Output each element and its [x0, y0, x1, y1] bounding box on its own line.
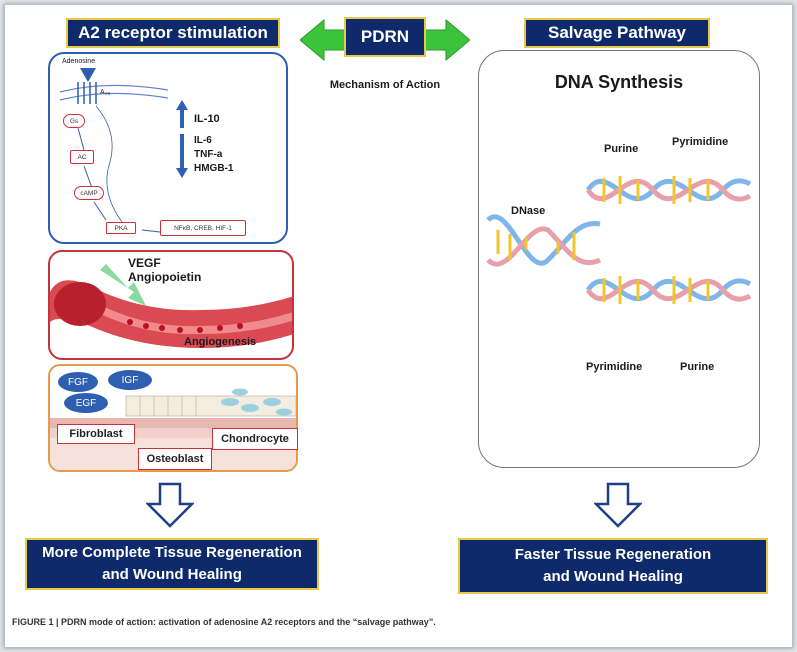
- pka-node: PKA: [106, 222, 136, 234]
- il10-label: IL-10: [194, 113, 220, 125]
- receptor-pathway-diagram: [48, 52, 288, 244]
- a2a-label: A₂ₐ: [100, 89, 110, 96]
- dna-synthesis-title: DNA Synthesis: [478, 72, 760, 93]
- salvage-pathway-header: Salvage Pathway: [524, 18, 710, 48]
- a2-receptor-header-text: A2 receptor stimulation: [78, 23, 268, 43]
- angiopoietin-label: Angiopoietin: [128, 270, 201, 284]
- egf-oval: EGF: [64, 393, 108, 413]
- angiogenesis-panel: [48, 250, 294, 360]
- angiogenesis-label: Angiogenesis: [184, 336, 256, 348]
- hmgb1-label: HMGB-1: [194, 163, 233, 174]
- right-outcome-line2: and Wound Healing: [543, 566, 683, 588]
- chondrocyte-label: Chondrocyte: [212, 428, 298, 450]
- a2-receptor-header: A2 receptor stimulation: [66, 18, 280, 48]
- blood-vessel-illustration: [50, 252, 294, 360]
- purine-top-label: Purine: [604, 143, 638, 155]
- left-outcome-box: More Complete Tissue Regeneration and Wo…: [25, 538, 319, 590]
- ac-node: AC: [70, 150, 94, 164]
- igf-oval: IGF: [108, 370, 152, 390]
- right-outcome-line1: Faster Tissue Regeneration: [515, 544, 711, 566]
- pyrimidine-bottom-label: Pyrimidine: [586, 361, 642, 373]
- purine-bottom-label: Purine: [680, 361, 714, 373]
- left-outcome-line1: More Complete Tissue Regeneration: [42, 542, 302, 564]
- adenosine-label: Adenosine: [62, 58, 95, 65]
- camp-node: cAMP: [74, 186, 104, 200]
- mechanism-label: Mechanism of Action: [320, 79, 450, 91]
- left-outcome-line2: and Wound Healing: [102, 564, 242, 586]
- pyrimidine-top-label: Pyrimidine: [672, 136, 728, 148]
- left-down-arrow: [146, 482, 194, 528]
- right-outcome-box: Faster Tissue Regeneration and Wound Hea…: [458, 538, 768, 594]
- transcription-factors-node: NFκB, CREB, HIF-1: [160, 220, 246, 236]
- tnfa-label: TNF-a: [194, 149, 222, 160]
- gs-node: Gs: [63, 114, 85, 128]
- figure-caption: FIGURE 1 | PDRN mode of action: activati…: [12, 617, 436, 627]
- osteoblast-label: Osteoblast: [138, 448, 212, 470]
- pdrn-box: PDRN: [344, 17, 426, 57]
- vegf-label: VEGF: [128, 256, 161, 270]
- dnase-label: DNase: [511, 205, 545, 217]
- fibroblast-label: Fibroblast: [57, 424, 135, 444]
- il6-label: IL-6: [194, 135, 212, 146]
- dna-helix-illustration: [478, 150, 760, 350]
- salvage-pathway-header-text: Salvage Pathway: [548, 23, 686, 43]
- fgf-oval: FGF: [58, 372, 98, 392]
- right-down-arrow: [594, 482, 642, 528]
- pdrn-text: PDRN: [361, 27, 409, 47]
